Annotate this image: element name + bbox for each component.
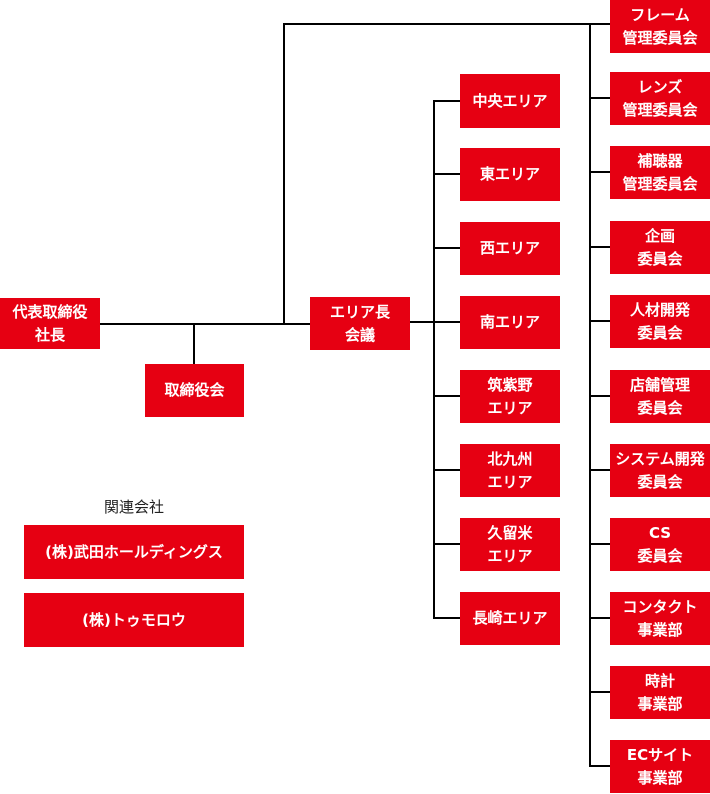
committee-label-line1: レンズ [637, 77, 683, 96]
committee-label-line1: フレーム [630, 5, 690, 24]
area-box-central: 中央エリア [460, 74, 560, 128]
committee-box-planning: 企画 委員会 [610, 221, 710, 274]
area-label: 西エリア [479, 239, 540, 257]
area-label: 中央エリア [472, 91, 548, 110]
related-company-name: (株)トゥモロウ [82, 610, 186, 629]
area-label: 南エリア [479, 313, 540, 331]
committee-box-store-management: 店舗管理 委員会 [610, 370, 710, 423]
committee-label-line1: 人材開発 [629, 300, 690, 319]
committee-label-line2: 委員会 [637, 546, 683, 565]
area-label: 長崎エリア [472, 609, 548, 627]
committee-label-line2: 管理委員会 [622, 100, 698, 119]
committee-label-line1: 店舗管理 [629, 375, 690, 394]
board-label: 取締役会 [164, 381, 225, 399]
area-council-line2: 会議 [344, 325, 375, 344]
area-box-west: 西エリア [460, 222, 560, 275]
committee-label-line2: 委員会 [637, 323, 683, 342]
related-company-tomorrow: (株)トゥモロウ [24, 593, 244, 647]
area-label-line1: 久留米 [487, 523, 533, 542]
committee-box-hr-development: 人材開発 委員会 [610, 295, 710, 348]
committee-label-line2: 事業部 [637, 694, 683, 713]
committee-box-watch: 時計 事業部 [610, 666, 710, 719]
ceo-line2: 社長 [34, 325, 65, 344]
area-box-east: 東エリア [460, 148, 560, 201]
related-companies-heading: 関連会社 [103, 498, 164, 516]
ceo-line1: 代表取締役 [12, 302, 88, 321]
area-box-kurume: 久留米 エリア [460, 518, 560, 571]
area-box-nagasaki: 長崎エリア [460, 592, 560, 645]
related-company-name: (株)武田ホールディングス [45, 542, 223, 561]
committee-label-line2: 委員会 [637, 472, 683, 491]
area-box-kitakyushu: 北九州 エリア [460, 444, 560, 497]
area-council-box: エリア長 会議 [310, 297, 410, 350]
committee-label-line2: 管理委員会 [622, 174, 698, 193]
area-box-chikushino: 筑紫野 エリア [460, 370, 560, 423]
committee-box-ec-site: ECサイト 事業部 [610, 740, 710, 793]
committee-label-line1: システム開発 [615, 449, 705, 468]
committee-label-line1: 時計 [644, 671, 675, 690]
committee-label-line2: 事業部 [637, 768, 683, 787]
committee-label-line1: 補聴器 [637, 151, 683, 170]
committee-label-line2: 管理委員会 [622, 28, 698, 47]
committee-box-hearing-aid: 補聴器 管理委員会 [610, 146, 710, 199]
committee-label-line2: 委員会 [637, 249, 683, 268]
area-label-line2: エリア [487, 546, 533, 565]
committee-box-lens: レンズ 管理委員会 [610, 72, 710, 125]
committee-box-cs: CS 委員会 [610, 518, 710, 571]
committee-box-system-development: システム開発 委員会 [610, 444, 710, 497]
area-label-line2: エリア [487, 472, 533, 491]
committee-label-line1: コンタクト [622, 597, 698, 616]
committee-label-line2: 委員会 [637, 398, 683, 417]
committee-label-line2: 事業部 [637, 620, 683, 639]
area-label-line1: 筑紫野 [487, 375, 533, 394]
area-box-south: 南エリア [460, 296, 560, 349]
area-label: 東エリア [479, 165, 540, 183]
committee-box-frame: フレーム 管理委員会 [610, 0, 710, 53]
committee-label-line1: 企画 [644, 226, 675, 245]
area-label-line1: 北九州 [487, 449, 533, 468]
committee-label-line1: CS [648, 523, 672, 542]
area-label-line2: エリア [487, 398, 533, 417]
board-box: 取締役会 [145, 364, 244, 417]
related-company-takeda-holdings: (株)武田ホールディングス [24, 525, 244, 579]
area-council-line1: エリア長 [329, 302, 390, 321]
committee-label-line1: ECサイト [626, 745, 694, 764]
committee-box-contact: コンタクト 事業部 [610, 592, 710, 645]
ceo-box: 代表取締役 社長 [0, 298, 100, 349]
